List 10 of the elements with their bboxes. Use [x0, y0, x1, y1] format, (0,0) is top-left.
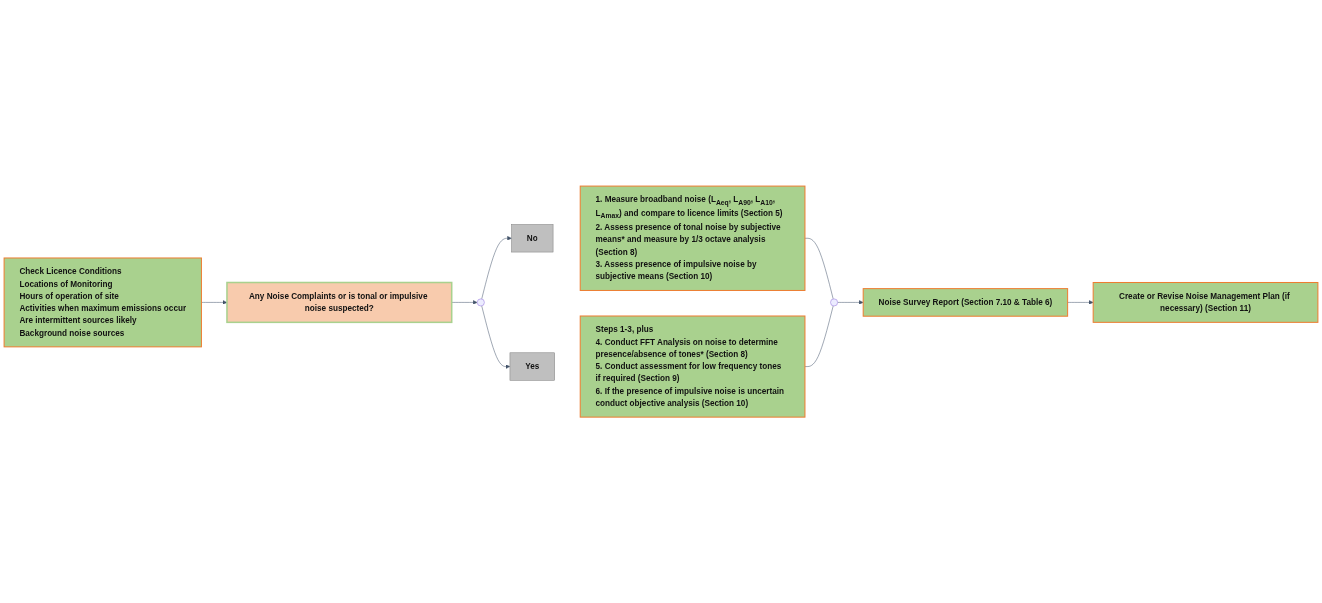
node-box: Yes — [509, 352, 555, 381]
node-box: No — [511, 224, 554, 253]
node-circle — [830, 298, 838, 307]
node-box: 1. Measure broadband noise (L$_{Aeq}$, L$_{A90}$, L$_{A10}$, L$_{Amax}$) and compare to licence limits (Section 5) 2. Assess presence of tonal noise by subjective means* and measure by 1/3 octave analysis (Section 8) 3. Assess presence of impulsive noise by subjective means (Section 10) — [579, 185, 806, 291]
node-box: Check Licence Conditions Locations of Monitoring Hours of operation of site Activities when maximum emissions occur Are intermittent sources likely Background noise sources — [3, 257, 202, 348]
node-box: Noise Survey Report (Section 7.10 & Table 6) — [862, 288, 1069, 317]
node-box: Steps 1-3, plus 4. Conduct FFT Analysis on noise to determine presence/absence of tones* (Section 8) 5. Conduct assessment for low frequency tones if required (Section 9) 6. If the presence of impulsive noise is uncertain conduct objective analysis (Section 10) — [579, 315, 806, 418]
node-circle — [477, 298, 485, 307]
node-box: Any Noise Complaints or is tonal or impulsive noise suspected? — [226, 281, 453, 323]
node-box: Create or Revise Noise Management Plan (if necessary) (Section 11) — [1092, 281, 1319, 323]
